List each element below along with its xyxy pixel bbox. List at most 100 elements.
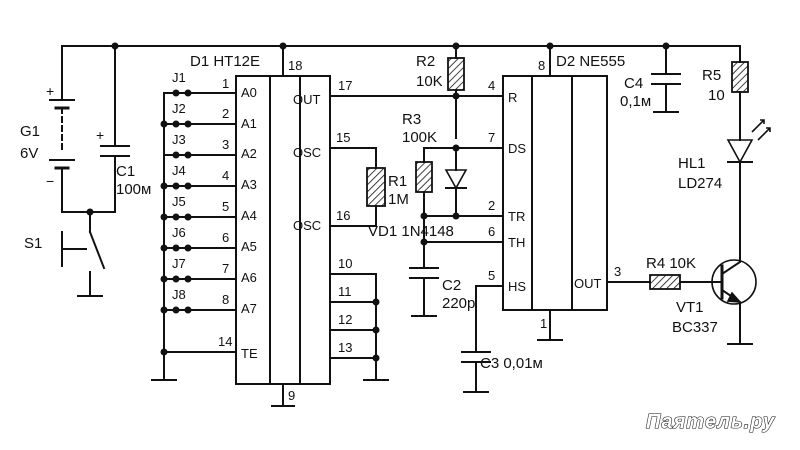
d1-a1: A1 [241, 116, 257, 131]
vd1-label: VD1 1N4148 [368, 223, 454, 240]
d1-pin-14: 14 [218, 334, 232, 349]
watermark: Паяmель.ру [646, 411, 775, 433]
c4-name: C4 [624, 75, 643, 92]
d1-pin-8: 8 [222, 292, 229, 307]
d2-pin-3: 3 [614, 264, 621, 279]
r3-value: 100K [402, 129, 437, 146]
d2-r: R [508, 90, 517, 105]
c2-value: 220p [442, 295, 475, 312]
r1-value: 1M [388, 191, 409, 208]
d2-tr: TR [508, 209, 525, 224]
jumper-j5 [160, 213, 237, 221]
r4-label: R4 10K [646, 255, 696, 272]
j8-label: J8 [172, 287, 186, 302]
d1-pin-12: 12 [338, 312, 352, 327]
battery-plus: + [46, 83, 54, 99]
jumper-j4 [160, 182, 237, 190]
diode-vd1 [444, 147, 468, 217]
d2-pin-1: 1 [540, 316, 547, 331]
c4-value: 0,1м [620, 93, 651, 110]
d2-pin-7: 7 [488, 130, 495, 145]
d1-osc2: OSC [293, 218, 321, 233]
r3-name: R3 [402, 111, 421, 128]
d1-out: OUT [293, 92, 321, 107]
capacitor-c1: + [89, 45, 130, 213]
ic-d2 [502, 75, 608, 311]
d1-osc1: OSC [293, 145, 321, 160]
d1-a0: A0 [241, 85, 257, 100]
transistor-vt1 [711, 245, 757, 345]
c2-name: C2 [442, 277, 461, 294]
d1-a5: A5 [241, 239, 257, 254]
c1-name: C1 [116, 163, 135, 180]
r1-name: R1 [388, 173, 407, 190]
vt1-name: VT1 [676, 299, 704, 316]
d1-pin-13: 13 [338, 340, 352, 355]
d1-gnd-pins [329, 273, 389, 381]
j3-label: J3 [172, 132, 186, 147]
battery-g1: + − [46, 83, 75, 189]
jumper-bus [151, 92, 237, 381]
d1-pin-2: 2 [222, 106, 229, 121]
d1-pin-6: 6 [222, 230, 229, 245]
resistor-r2 [447, 57, 465, 91]
j2-label: J2 [172, 101, 186, 116]
led-hl1 [726, 119, 771, 247]
resistor-r1 [366, 167, 386, 207]
r5-value: 10 [708, 87, 725, 104]
d2-pin-5: 5 [488, 268, 495, 283]
jumper-j1 [163, 89, 237, 97]
d2-pin-6: 6 [488, 224, 495, 239]
c1-value: 100м [116, 181, 151, 198]
hl1-name: HL1 [678, 155, 706, 172]
jumper-j2 [160, 120, 237, 128]
j7-label: J7 [172, 256, 186, 271]
d1-te: TE [241, 346, 258, 361]
d1-a4: A4 [241, 208, 257, 223]
d1-pin-1: 1 [222, 76, 229, 91]
d1-pin-15: 15 [336, 130, 350, 145]
d1-a2: A2 [241, 146, 257, 161]
j4-label: J4 [172, 163, 186, 178]
d2-out: OUT [574, 276, 602, 291]
s1-name: S1 [24, 235, 42, 252]
d1-pin-17: 17 [338, 78, 352, 93]
d2-th: TH [508, 235, 525, 250]
d1-a3: A3 [241, 177, 257, 192]
d2-pin-8: 8 [538, 58, 545, 73]
r2-value: 10K [416, 73, 443, 90]
g1-to-s1 [61, 167, 91, 233]
c3-label: C3 0,01м [480, 355, 543, 372]
resistor-r4 [649, 274, 681, 290]
hl1-value: LD274 [678, 175, 722, 192]
d1-a7: A7 [241, 301, 257, 316]
jumper-j3 [163, 151, 237, 159]
battery-minus: − [46, 173, 54, 189]
d2-label: D2 NE555 [556, 53, 625, 70]
r2-name: R2 [416, 53, 435, 70]
d1-pin-7: 7 [222, 261, 229, 276]
resistor-r3 [415, 161, 433, 193]
g1-value: 6V [20, 145, 38, 162]
d2-hs: HS [508, 279, 526, 294]
d1-pin-9: 9 [288, 388, 295, 403]
d1-pin-5: 5 [222, 199, 229, 214]
j1-label: J1 [172, 70, 186, 85]
d2-pin-4: 4 [488, 78, 495, 93]
r5-name: R5 [702, 67, 721, 84]
switch-s1 [61, 230, 106, 297]
svg-text:+: + [96, 127, 104, 143]
j5-label: J5 [172, 194, 186, 209]
d1-pin-11: 11 [338, 284, 352, 299]
d1-pin-16: 16 [336, 208, 350, 223]
d1-pin-3: 3 [222, 137, 229, 152]
d1-pin-4: 4 [222, 168, 229, 183]
d1-a6: A6 [241, 270, 257, 285]
resistor-r5 [731, 61, 749, 93]
d1-label: D1 HT12E [190, 53, 260, 70]
jumper-j8 [160, 306, 237, 314]
jumper-j6 [160, 244, 237, 252]
d2-pin-2: 2 [488, 198, 495, 213]
vt1-value: BC337 [672, 319, 718, 336]
